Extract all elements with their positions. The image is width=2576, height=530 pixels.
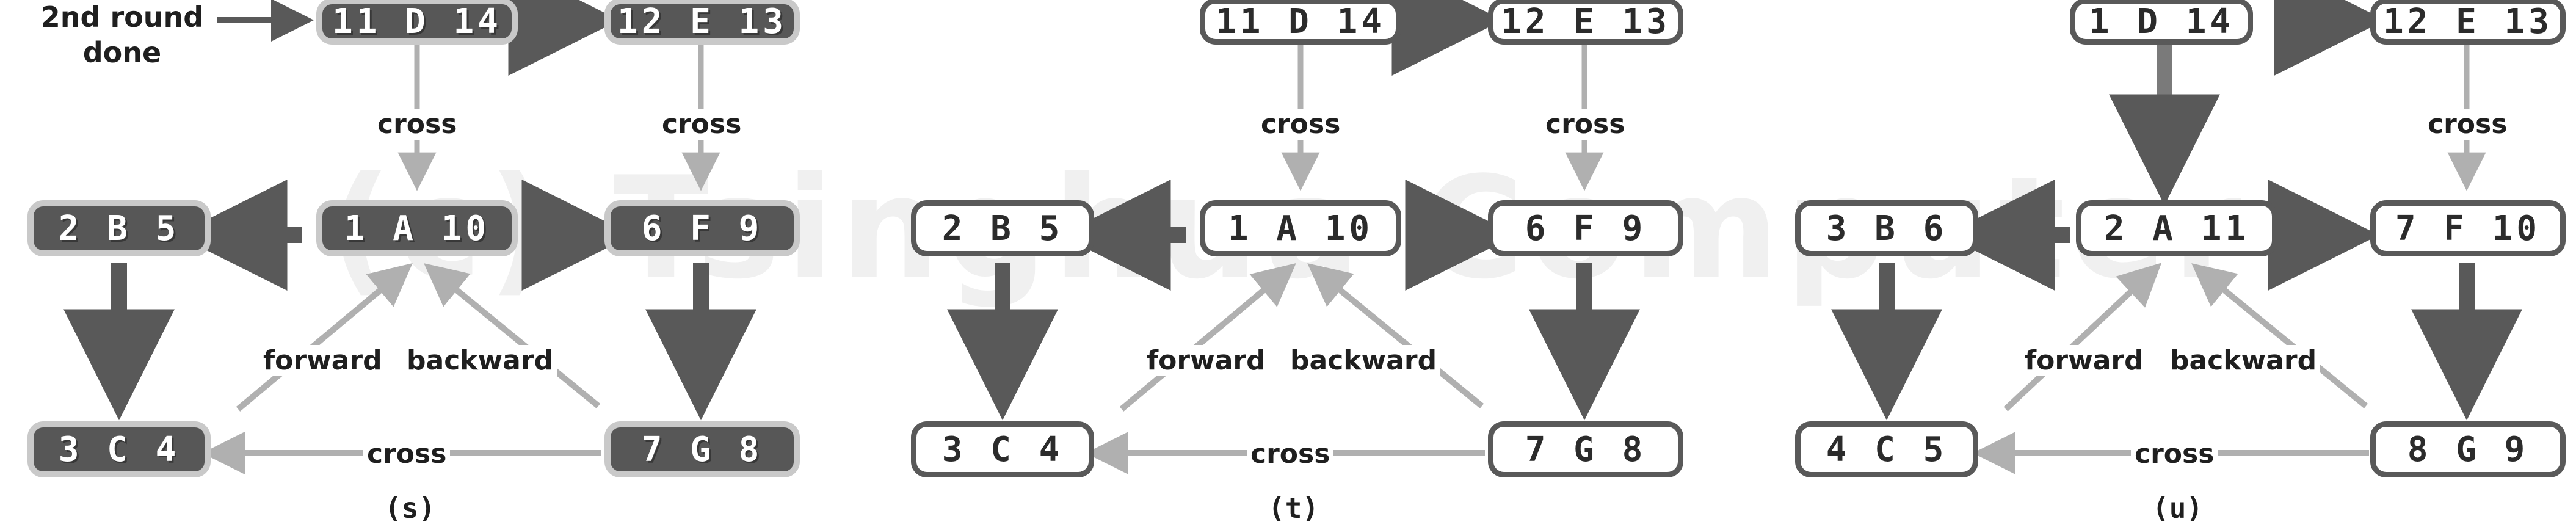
node-u-B[interactable]: 3 B 6 bbox=[1795, 200, 1978, 256]
annotation-second-round-done: 2nd round done bbox=[37, 0, 208, 70]
node-u-F[interactable]: 7 F 10 bbox=[2370, 200, 2566, 256]
edge-G-to-A-s bbox=[424, 263, 601, 408]
node-s-B[interactable]: 2 B 5 bbox=[27, 200, 211, 256]
node-s-C[interactable]: 3 C 4 bbox=[27, 421, 211, 477]
edge-label-t-cross-bottom: cross bbox=[1247, 438, 1334, 470]
node-s-A[interactable]: 1 A 10 bbox=[316, 200, 518, 256]
panel-caption-s: (s) bbox=[385, 492, 436, 525]
node-t-C[interactable]: 3 C 4 bbox=[911, 421, 1094, 477]
edge-C-to-A-t bbox=[1119, 263, 1296, 412]
edge-label-s-cross-bottom: cross bbox=[363, 438, 451, 470]
edge-label-u-E-cross: cross bbox=[2424, 109, 2511, 140]
node-s-D[interactable]: 11 D 14 bbox=[316, 0, 518, 45]
node-u-A[interactable]: 2 A 11 bbox=[2076, 200, 2277, 256]
node-u-G[interactable]: 8 G 9 bbox=[2370, 421, 2566, 477]
edge-label-u-backward: backward bbox=[2166, 345, 2321, 376]
edge-label-s-E-cross: cross bbox=[658, 109, 746, 140]
node-t-B[interactable]: 2 B 5 bbox=[911, 200, 1094, 256]
node-t-A[interactable]: 1 A 10 bbox=[1200, 200, 1401, 256]
panel-caption-u: (u) bbox=[2152, 492, 2204, 525]
panel-caption-t: (t) bbox=[1268, 492, 1319, 525]
annotation-line-2: done bbox=[82, 35, 162, 69]
edge-label-s-forward: forward bbox=[259, 345, 386, 376]
node-s-G[interactable]: 7 G 8 bbox=[604, 421, 800, 477]
edge-label-t-backward: backward bbox=[1286, 345, 1441, 376]
edge-G-to-A-u bbox=[2191, 263, 2368, 408]
edge-C-to-A-s bbox=[236, 263, 413, 412]
node-u-D[interactable]: 1 D 14 bbox=[2070, 0, 2253, 45]
node-t-G[interactable]: 7 G 8 bbox=[1488, 421, 1683, 477]
node-s-F[interactable]: 6 F 9 bbox=[604, 200, 800, 256]
node-u-C[interactable]: 4 C 5 bbox=[1795, 421, 1978, 477]
edge-label-t-D-cross: cross bbox=[1257, 109, 1344, 140]
node-s-E[interactable]: 12 E 13 bbox=[604, 0, 800, 45]
annotation-line-1: 2nd round bbox=[40, 1, 204, 34]
edge-label-s-backward: backward bbox=[403, 345, 557, 376]
node-u-E[interactable]: 12 E 13 bbox=[2370, 0, 2566, 45]
node-t-E[interactable]: 12 E 13 bbox=[1488, 0, 1683, 45]
node-t-F[interactable]: 6 F 9 bbox=[1488, 200, 1683, 256]
edge-C-to-A-u bbox=[2003, 263, 2162, 412]
edge-label-s-D-cross: cross bbox=[374, 109, 461, 140]
edge-label-t-E-cross: cross bbox=[1542, 109, 1629, 140]
edge-G-to-A-t bbox=[1307, 263, 1484, 408]
edge-label-u-forward: forward bbox=[2021, 345, 2147, 376]
edge-label-t-forward: forward bbox=[1143, 345, 1269, 376]
edge-label-u-cross-bottom: cross bbox=[2131, 438, 2218, 470]
node-t-D[interactable]: 11 D 14 bbox=[1200, 0, 1401, 45]
